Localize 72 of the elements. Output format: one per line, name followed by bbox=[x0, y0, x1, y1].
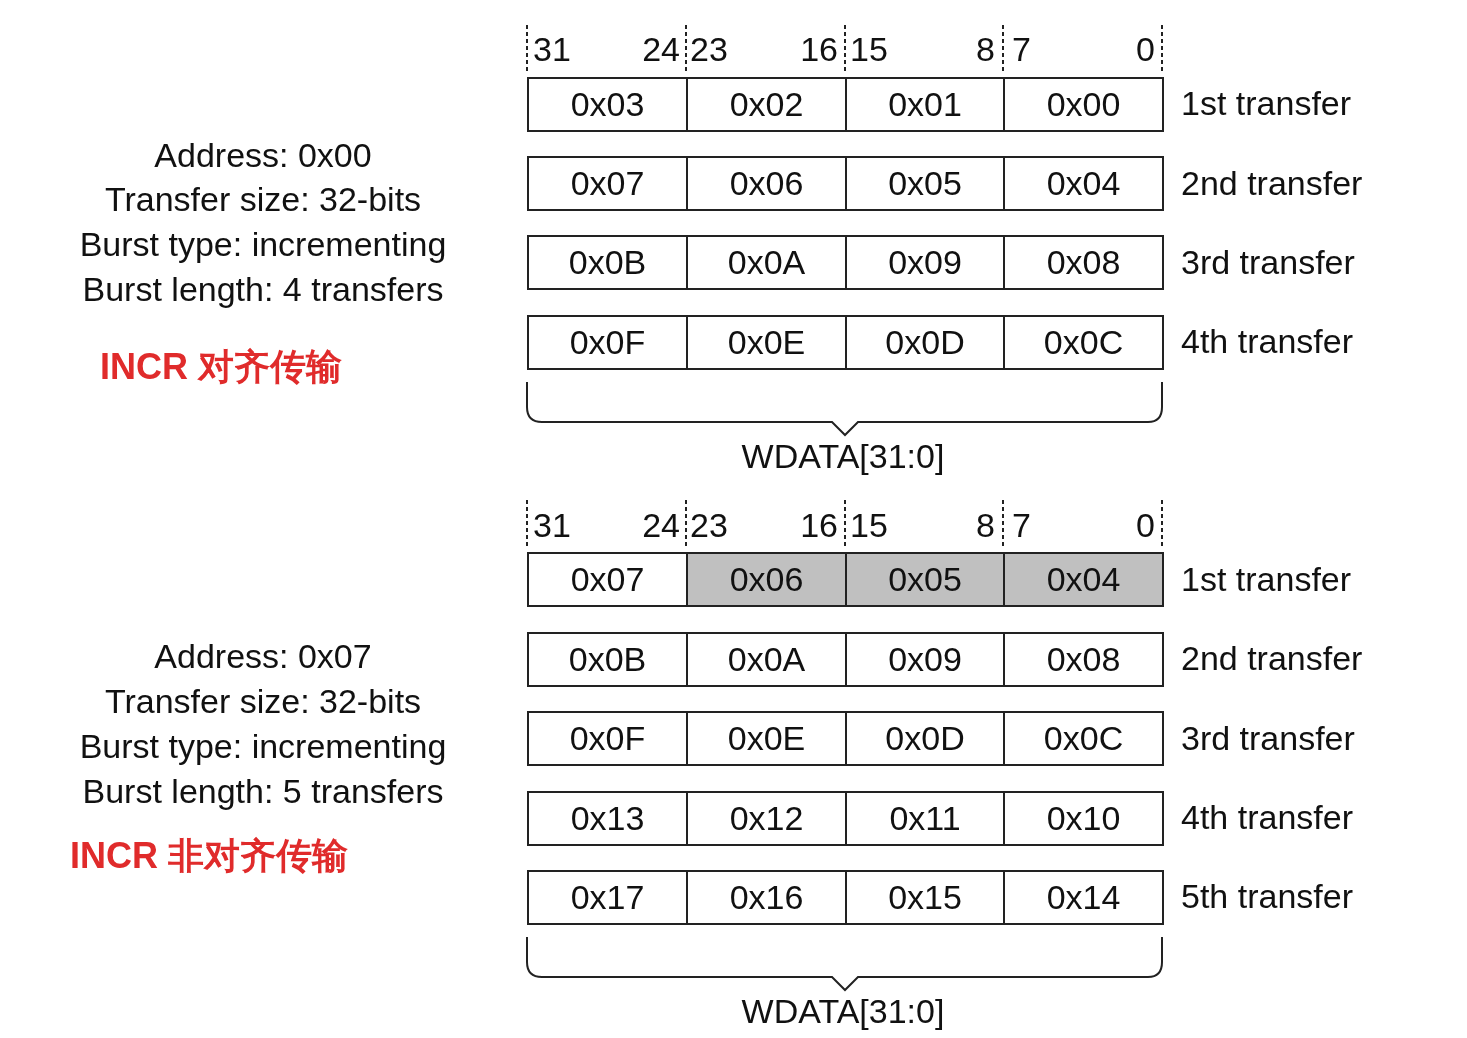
bit-number: 16 bbox=[800, 29, 838, 69]
byte-cell: 0x07 bbox=[527, 156, 688, 211]
bit-number: 24 bbox=[642, 505, 680, 545]
transfer-label: 2nd transfer bbox=[1181, 163, 1363, 203]
byte-cell: 0x05 bbox=[845, 552, 1005, 607]
bus-label: WDATA[31:0] bbox=[741, 436, 945, 476]
transfer-label: 3rd transfer bbox=[1181, 242, 1355, 282]
bit-number: 8 bbox=[976, 29, 995, 69]
byte-cell: 0x09 bbox=[845, 632, 1005, 687]
byte-cell: 0x06 bbox=[686, 156, 847, 211]
transfer-label: 3rd transfer bbox=[1181, 718, 1355, 758]
description-text: Burst type: incrementing bbox=[79, 224, 447, 264]
byte-cell: 0x04 bbox=[1003, 552, 1164, 607]
byte-cell: 0x11 bbox=[845, 791, 1005, 846]
bit-number: 0 bbox=[1136, 505, 1155, 545]
byte-cell: 0x0D bbox=[845, 711, 1005, 766]
byte-cell: 0x0E bbox=[686, 315, 847, 370]
byte-cell: 0x16 bbox=[686, 870, 847, 925]
byte-cell: 0x06 bbox=[686, 552, 847, 607]
byte-cell: 0x15 bbox=[845, 870, 1005, 925]
byte-cell: 0x13 bbox=[527, 791, 688, 846]
bit-number: 7 bbox=[1012, 29, 1031, 69]
description-text: Burst length: 4 transfers bbox=[82, 269, 444, 309]
byte-cell: 0x04 bbox=[1003, 156, 1164, 211]
byte-cell: 0x17 bbox=[527, 870, 688, 925]
byte-cell: 0x0C bbox=[1003, 315, 1164, 370]
byte-cell: 0x10 bbox=[1003, 791, 1164, 846]
bit-number: 24 bbox=[642, 29, 680, 69]
byte-cell: 0x05 bbox=[845, 156, 1005, 211]
bit-number: 23 bbox=[690, 29, 728, 69]
bit-number: 15 bbox=[850, 505, 888, 545]
byte-cell: 0x0F bbox=[527, 711, 688, 766]
transfer-label: 1st transfer bbox=[1181, 559, 1352, 599]
mode-title: INCR 对齐传输 bbox=[100, 347, 342, 387]
byte-cell: 0x0B bbox=[527, 632, 688, 687]
transfer-label: 2nd transfer bbox=[1181, 638, 1363, 678]
bit-number: 31 bbox=[533, 505, 571, 545]
byte-cell: 0x02 bbox=[686, 77, 847, 132]
byte-cell: 0x0C bbox=[1003, 711, 1164, 766]
bit-number: 7 bbox=[1012, 505, 1031, 545]
byte-cell: 0x01 bbox=[845, 77, 1005, 132]
description-text: Address: 0x07 bbox=[154, 636, 372, 676]
bit-number: 0 bbox=[1136, 29, 1155, 69]
byte-cell: 0x0D bbox=[845, 315, 1005, 370]
description-text: Transfer size: 32-bits bbox=[104, 179, 422, 219]
byte-cell: 0x03 bbox=[527, 77, 688, 132]
byte-cell: 0x12 bbox=[686, 791, 847, 846]
byte-cell: 0x14 bbox=[1003, 870, 1164, 925]
bit-number: 8 bbox=[976, 505, 995, 545]
byte-cell: 0x0B bbox=[527, 235, 688, 290]
byte-cell: 0x0A bbox=[686, 235, 847, 290]
byte-cell: 0x0F bbox=[527, 315, 688, 370]
byte-cell: 0x0E bbox=[686, 711, 847, 766]
description-text: Burst type: incrementing bbox=[79, 726, 447, 766]
bit-number: 31 bbox=[533, 29, 571, 69]
byte-cell: 0x08 bbox=[1003, 632, 1164, 687]
byte-cell: 0x0A bbox=[686, 632, 847, 687]
byte-cell: 0x08 bbox=[1003, 235, 1164, 290]
byte-cell: 0x00 bbox=[1003, 77, 1164, 132]
description-text: Burst length: 5 transfers bbox=[82, 771, 444, 811]
transfer-label: 1st transfer bbox=[1181, 83, 1352, 123]
bit-number: 16 bbox=[800, 505, 838, 545]
transfer-label: 4th transfer bbox=[1181, 321, 1353, 361]
transfer-label: 5th transfer bbox=[1181, 876, 1353, 916]
description-text: Address: 0x00 bbox=[154, 135, 372, 175]
bit-number: 15 bbox=[850, 29, 888, 69]
byte-cell: 0x09 bbox=[845, 235, 1005, 290]
description-text: Transfer size: 32-bits bbox=[104, 681, 422, 721]
bus-label: WDATA[31:0] bbox=[741, 991, 945, 1031]
mode-title: INCR 非对齐传输 bbox=[70, 836, 348, 876]
bit-number: 23 bbox=[690, 505, 728, 545]
transfer-label: 4th transfer bbox=[1181, 797, 1353, 837]
